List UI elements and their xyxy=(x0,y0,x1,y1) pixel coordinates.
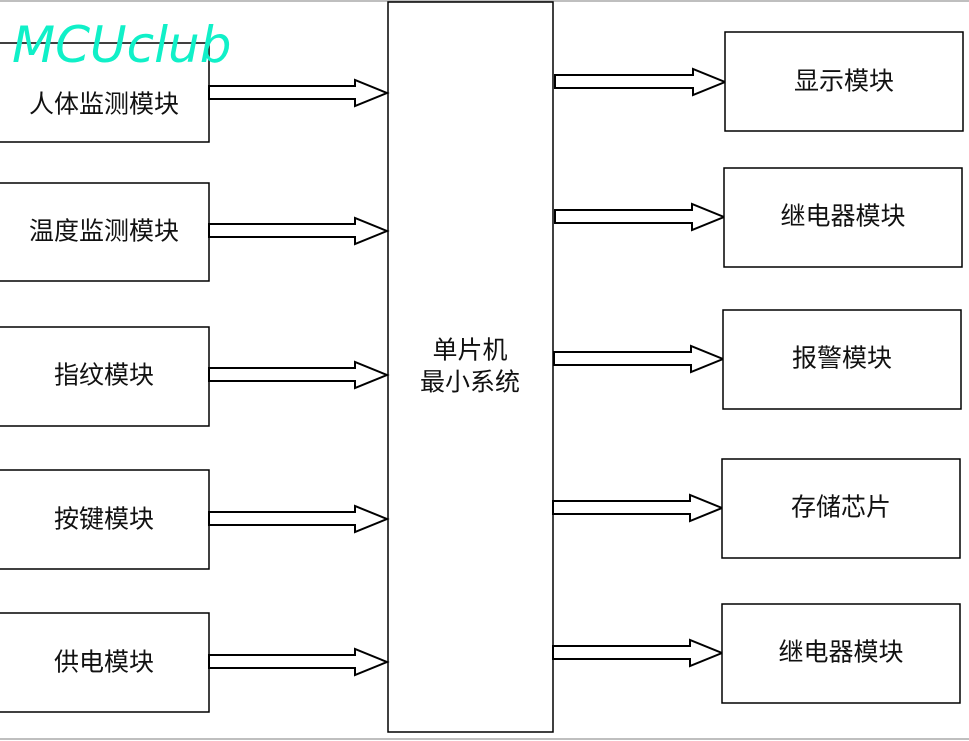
mcu-label-line2: 最小系统 xyxy=(420,368,520,397)
module-label: 人体监测模块 xyxy=(29,90,179,119)
arrow-right-icon xyxy=(208,216,390,246)
output-module-display: 显示模块 xyxy=(554,31,964,132)
module-label: 按键模块 xyxy=(54,505,154,534)
arrow-right-icon xyxy=(208,78,390,108)
input-module-power: 供电模块 xyxy=(0,612,390,713)
input-module-temperature: 温度监测模块 xyxy=(0,182,390,282)
output-module-relay-2: 继电器模块 xyxy=(552,603,961,704)
output-module-relay-1: 继电器模块 xyxy=(554,167,963,268)
module-label: 继电器模块 xyxy=(780,202,905,231)
arrow-right-icon xyxy=(554,67,728,97)
mcu-system-block: 单片机 最小系统 xyxy=(387,1,554,733)
watermark-logo: MCUclub xyxy=(12,16,231,74)
module-label: 显示模块 xyxy=(794,67,894,96)
arrow-right-icon xyxy=(554,202,727,232)
input-module-keys: 按键模块 xyxy=(0,469,390,570)
input-module-body-sensor: 人体监测模块 xyxy=(0,42,390,143)
arrow-right-icon xyxy=(552,638,725,668)
module-label: 继电器模块 xyxy=(778,638,903,667)
arrow-right-icon xyxy=(208,647,390,677)
module-label: 存储芯片 xyxy=(791,493,891,522)
module-label: 指纹模块 xyxy=(54,361,154,390)
arrow-right-icon xyxy=(208,360,390,390)
arrow-right-icon xyxy=(553,344,726,374)
module-label: 温度监测模块 xyxy=(29,217,179,246)
arrow-right-icon xyxy=(208,504,390,534)
module-label: 供电模块 xyxy=(54,648,154,677)
output-module-alarm: 报警模块 xyxy=(553,309,962,410)
output-module-storage: 存储芯片 xyxy=(552,458,961,559)
input-module-fingerprint: 指纹模块 xyxy=(0,326,390,427)
arrow-right-icon xyxy=(552,493,725,523)
mcu-label-line1: 单片机 xyxy=(432,336,507,365)
module-label: 报警模块 xyxy=(792,344,892,373)
